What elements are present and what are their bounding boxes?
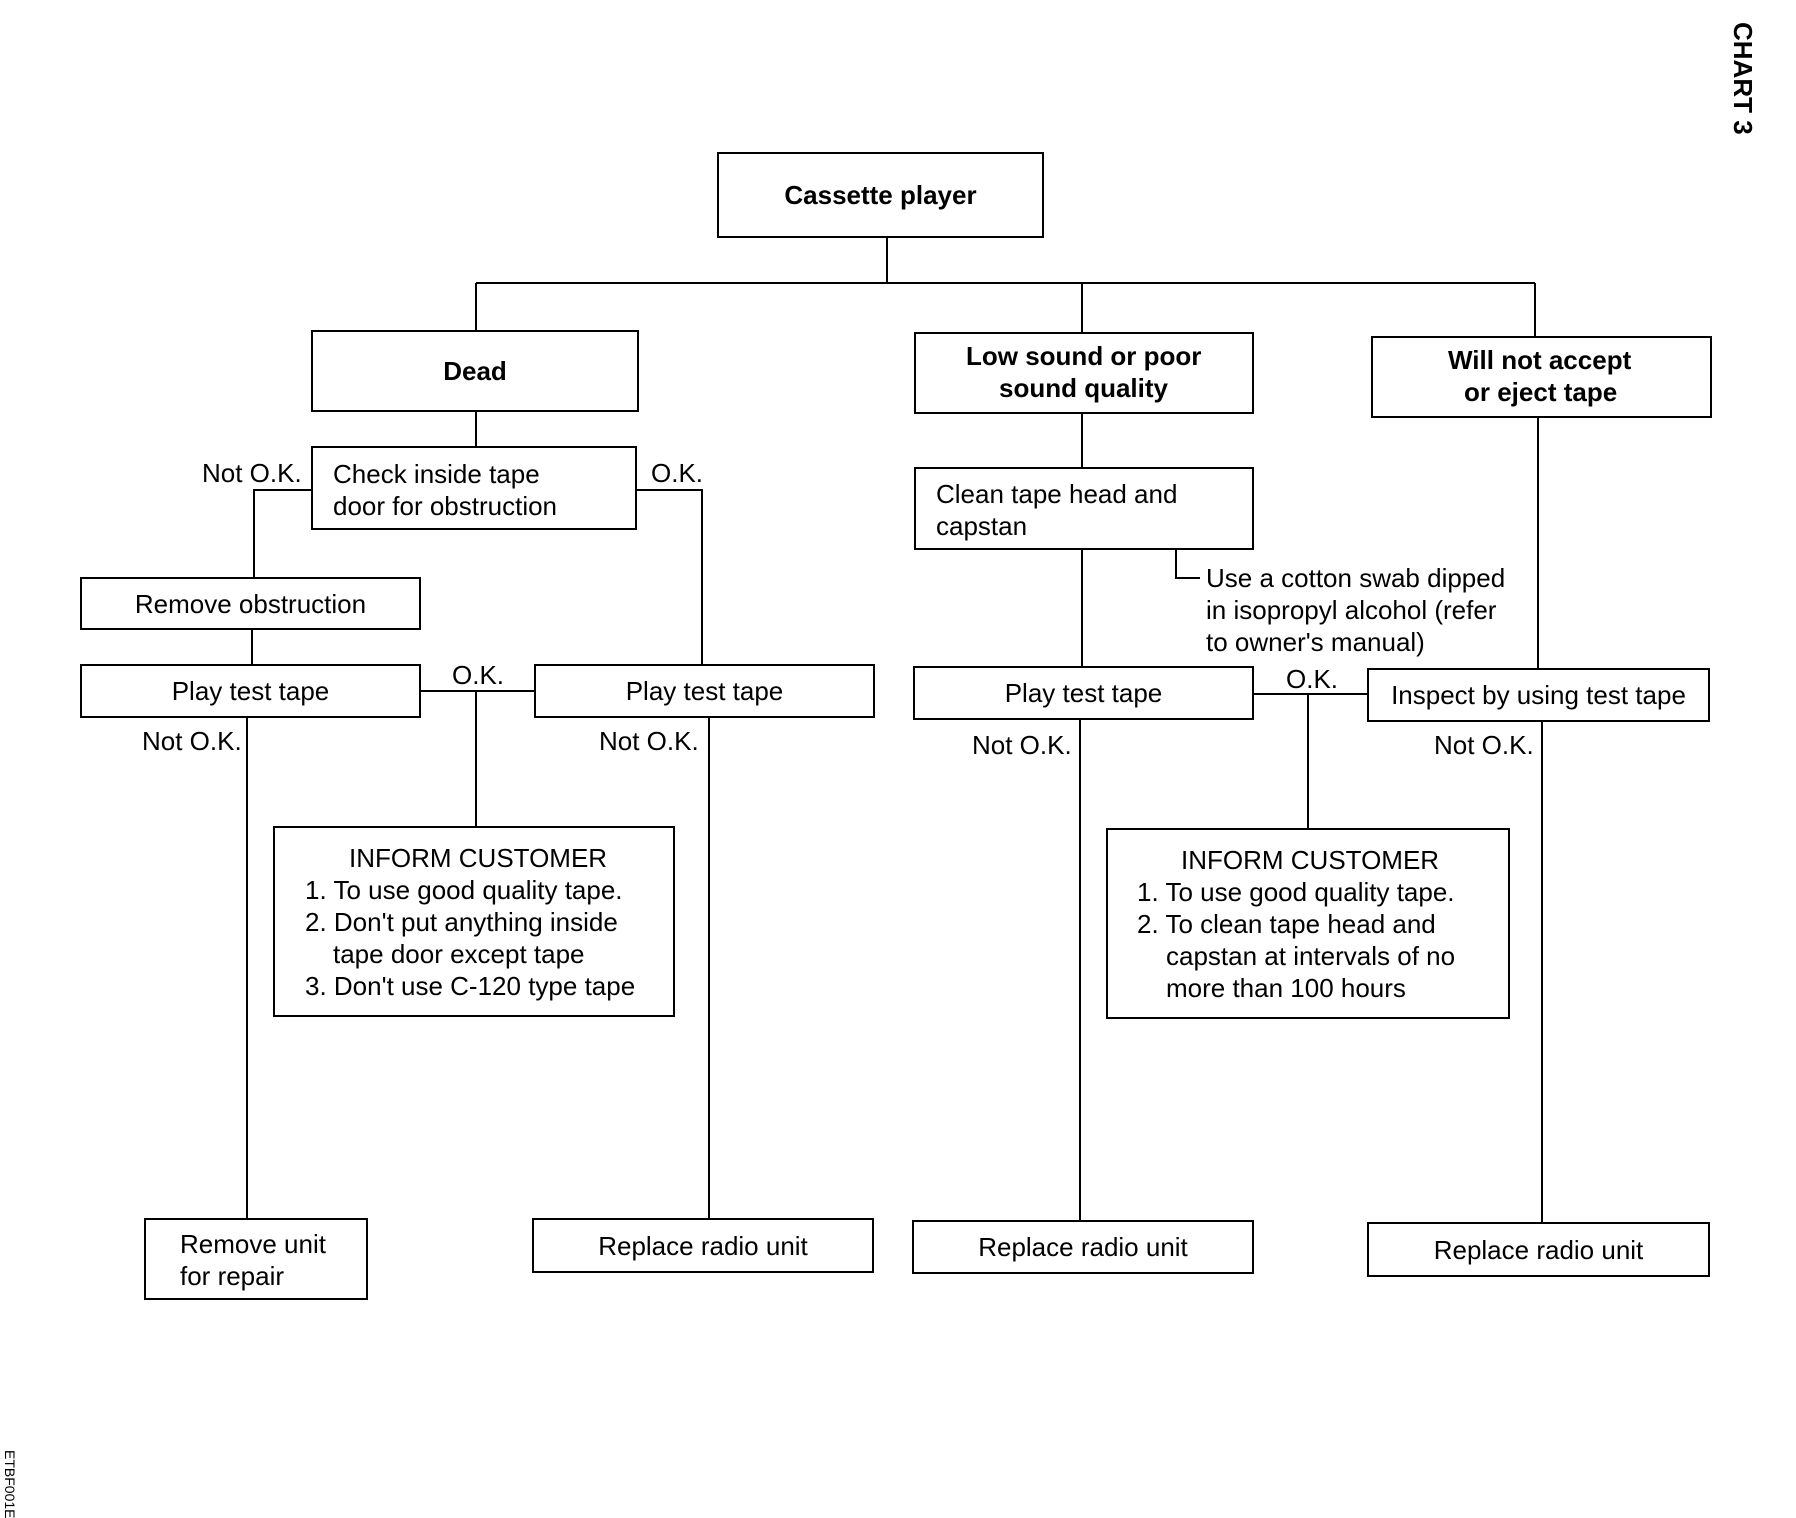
inform-customer-right-node: INFORM CUSTOMER 1. To use good quality t…	[1106, 828, 1510, 1019]
remove-unit-line1: Remove unit	[180, 1229, 326, 1259]
swab-note-line1: Use a cotton swab dipped	[1206, 563, 1506, 593]
low-sound-node: Low sound or poor sound quality	[914, 332, 1254, 414]
edge-label-play-left-not-ok: Not O.K.	[142, 726, 242, 756]
play-test-tape-mid-label: Play test tape	[625, 676, 784, 706]
replace-radio-unit-3-node: Replace radio unit	[1367, 1222, 1710, 1277]
remove-obstruction-label: Remove obstruction	[134, 588, 367, 619]
edge-label-play-ok-left: O.K.	[452, 660, 505, 690]
play-test-tape-left-label: Play test tape	[171, 676, 330, 706]
replace-radio-unit-3-label: Replace radio unit	[1433, 1234, 1644, 1265]
low-sound-label-line2: sound quality	[999, 373, 1168, 403]
replace-radio-unit-1-label: Replace radio unit	[598, 1230, 808, 1261]
inspect-test-tape-node: Inspect by using test tape	[1367, 668, 1710, 722]
figure-code-label: ETBF001E	[2, 1450, 18, 1518]
clean-tape-head-node: Clean tape head and capstan	[914, 467, 1254, 550]
replace-radio-unit-2-label: Replace radio unit	[978, 1232, 1188, 1262]
inform-right-line2: 2. To clean tape head and	[1137, 909, 1436, 939]
swab-note-line3: to owner's manual)	[1206, 627, 1425, 657]
clean-tape-head-line1: Clean tape head and	[936, 479, 1178, 509]
cassette-player-node: Cassette player	[717, 152, 1044, 238]
clean-tape-head-line2: capstan	[936, 511, 1028, 541]
inform-left-line3: tape door except tape	[333, 939, 585, 969]
edge-label-check-ok: O.K.	[651, 458, 704, 488]
remove-obstruction-node: Remove obstruction	[80, 577, 421, 630]
check-tape-door-node: Check inside tape door for obstruction	[311, 446, 637, 530]
dead-label: Dead	[443, 356, 507, 386]
inform-right-line1: 1. To use good quality tape.	[1137, 877, 1455, 907]
inform-left-title: INFORM CUSTOMER	[349, 843, 608, 873]
edge-label-inspect-not-ok: Not O.K.	[1434, 730, 1534, 760]
play-test-tape-right-label: Play test tape	[1004, 678, 1163, 708]
play-test-tape-right-node: Play test tape	[913, 666, 1254, 720]
edge-label-check-not-ok: Not O.K.	[202, 458, 302, 488]
inform-right-line4: more than 100 hours	[1166, 973, 1406, 1003]
low-sound-label-line1: Low sound or poor	[966, 341, 1202, 371]
remove-unit-line2: for repair	[180, 1261, 285, 1291]
connector-lines	[246, 238, 1543, 1222]
inform-left-line4: 3. Don't use C-120 type tape	[305, 971, 636, 1001]
edge-label-play-mid-not-ok: Not O.K.	[599, 726, 699, 756]
cassette-player-label: Cassette player	[784, 180, 977, 210]
will-not-accept-node: Will not accept or eject tape	[1371, 336, 1712, 418]
inspect-test-tape-label: Inspect by using test tape	[1391, 680, 1686, 710]
check-tape-door-line2: door for obstruction	[333, 491, 558, 521]
inform-right-title: INFORM CUSTOMER	[1181, 845, 1440, 875]
check-tape-door-line1: Check inside tape	[333, 459, 540, 489]
replace-radio-unit-2-node: Replace radio unit	[912, 1220, 1254, 1274]
will-not-accept-label-line2: or eject tape	[1464, 377, 1618, 407]
swab-note-line2: in isopropyl alcohol (refer	[1206, 595, 1497, 625]
dead-node: Dead	[311, 330, 639, 412]
inform-customer-left-node: INFORM CUSTOMER 1. To use good quality t…	[273, 826, 675, 1017]
remove-unit-node: Remove unit for repair	[144, 1218, 368, 1300]
edge-label-play-right-not-ok: Not O.K.	[972, 730, 1072, 760]
play-test-tape-mid-node: Play test tape	[534, 664, 875, 718]
edge-label-play-right-ok: O.K.	[1286, 664, 1339, 694]
play-test-tape-left-node: Play test tape	[80, 664, 421, 718]
inform-left-line2: 2. Don't put anything inside	[305, 907, 618, 937]
will-not-accept-label-line1: Will not accept	[1448, 345, 1632, 375]
chart-number-label: CHART 3	[1728, 22, 1758, 135]
inform-right-line3: capstan at intervals of no	[1166, 941, 1456, 971]
troubleshooting-flowchart: Cassette player Dead Low sound or poor s…	[2, 22, 1758, 1518]
inform-left-line1: 1. To use good quality tape.	[305, 875, 623, 905]
replace-radio-unit-1-node: Replace radio unit	[532, 1218, 874, 1273]
